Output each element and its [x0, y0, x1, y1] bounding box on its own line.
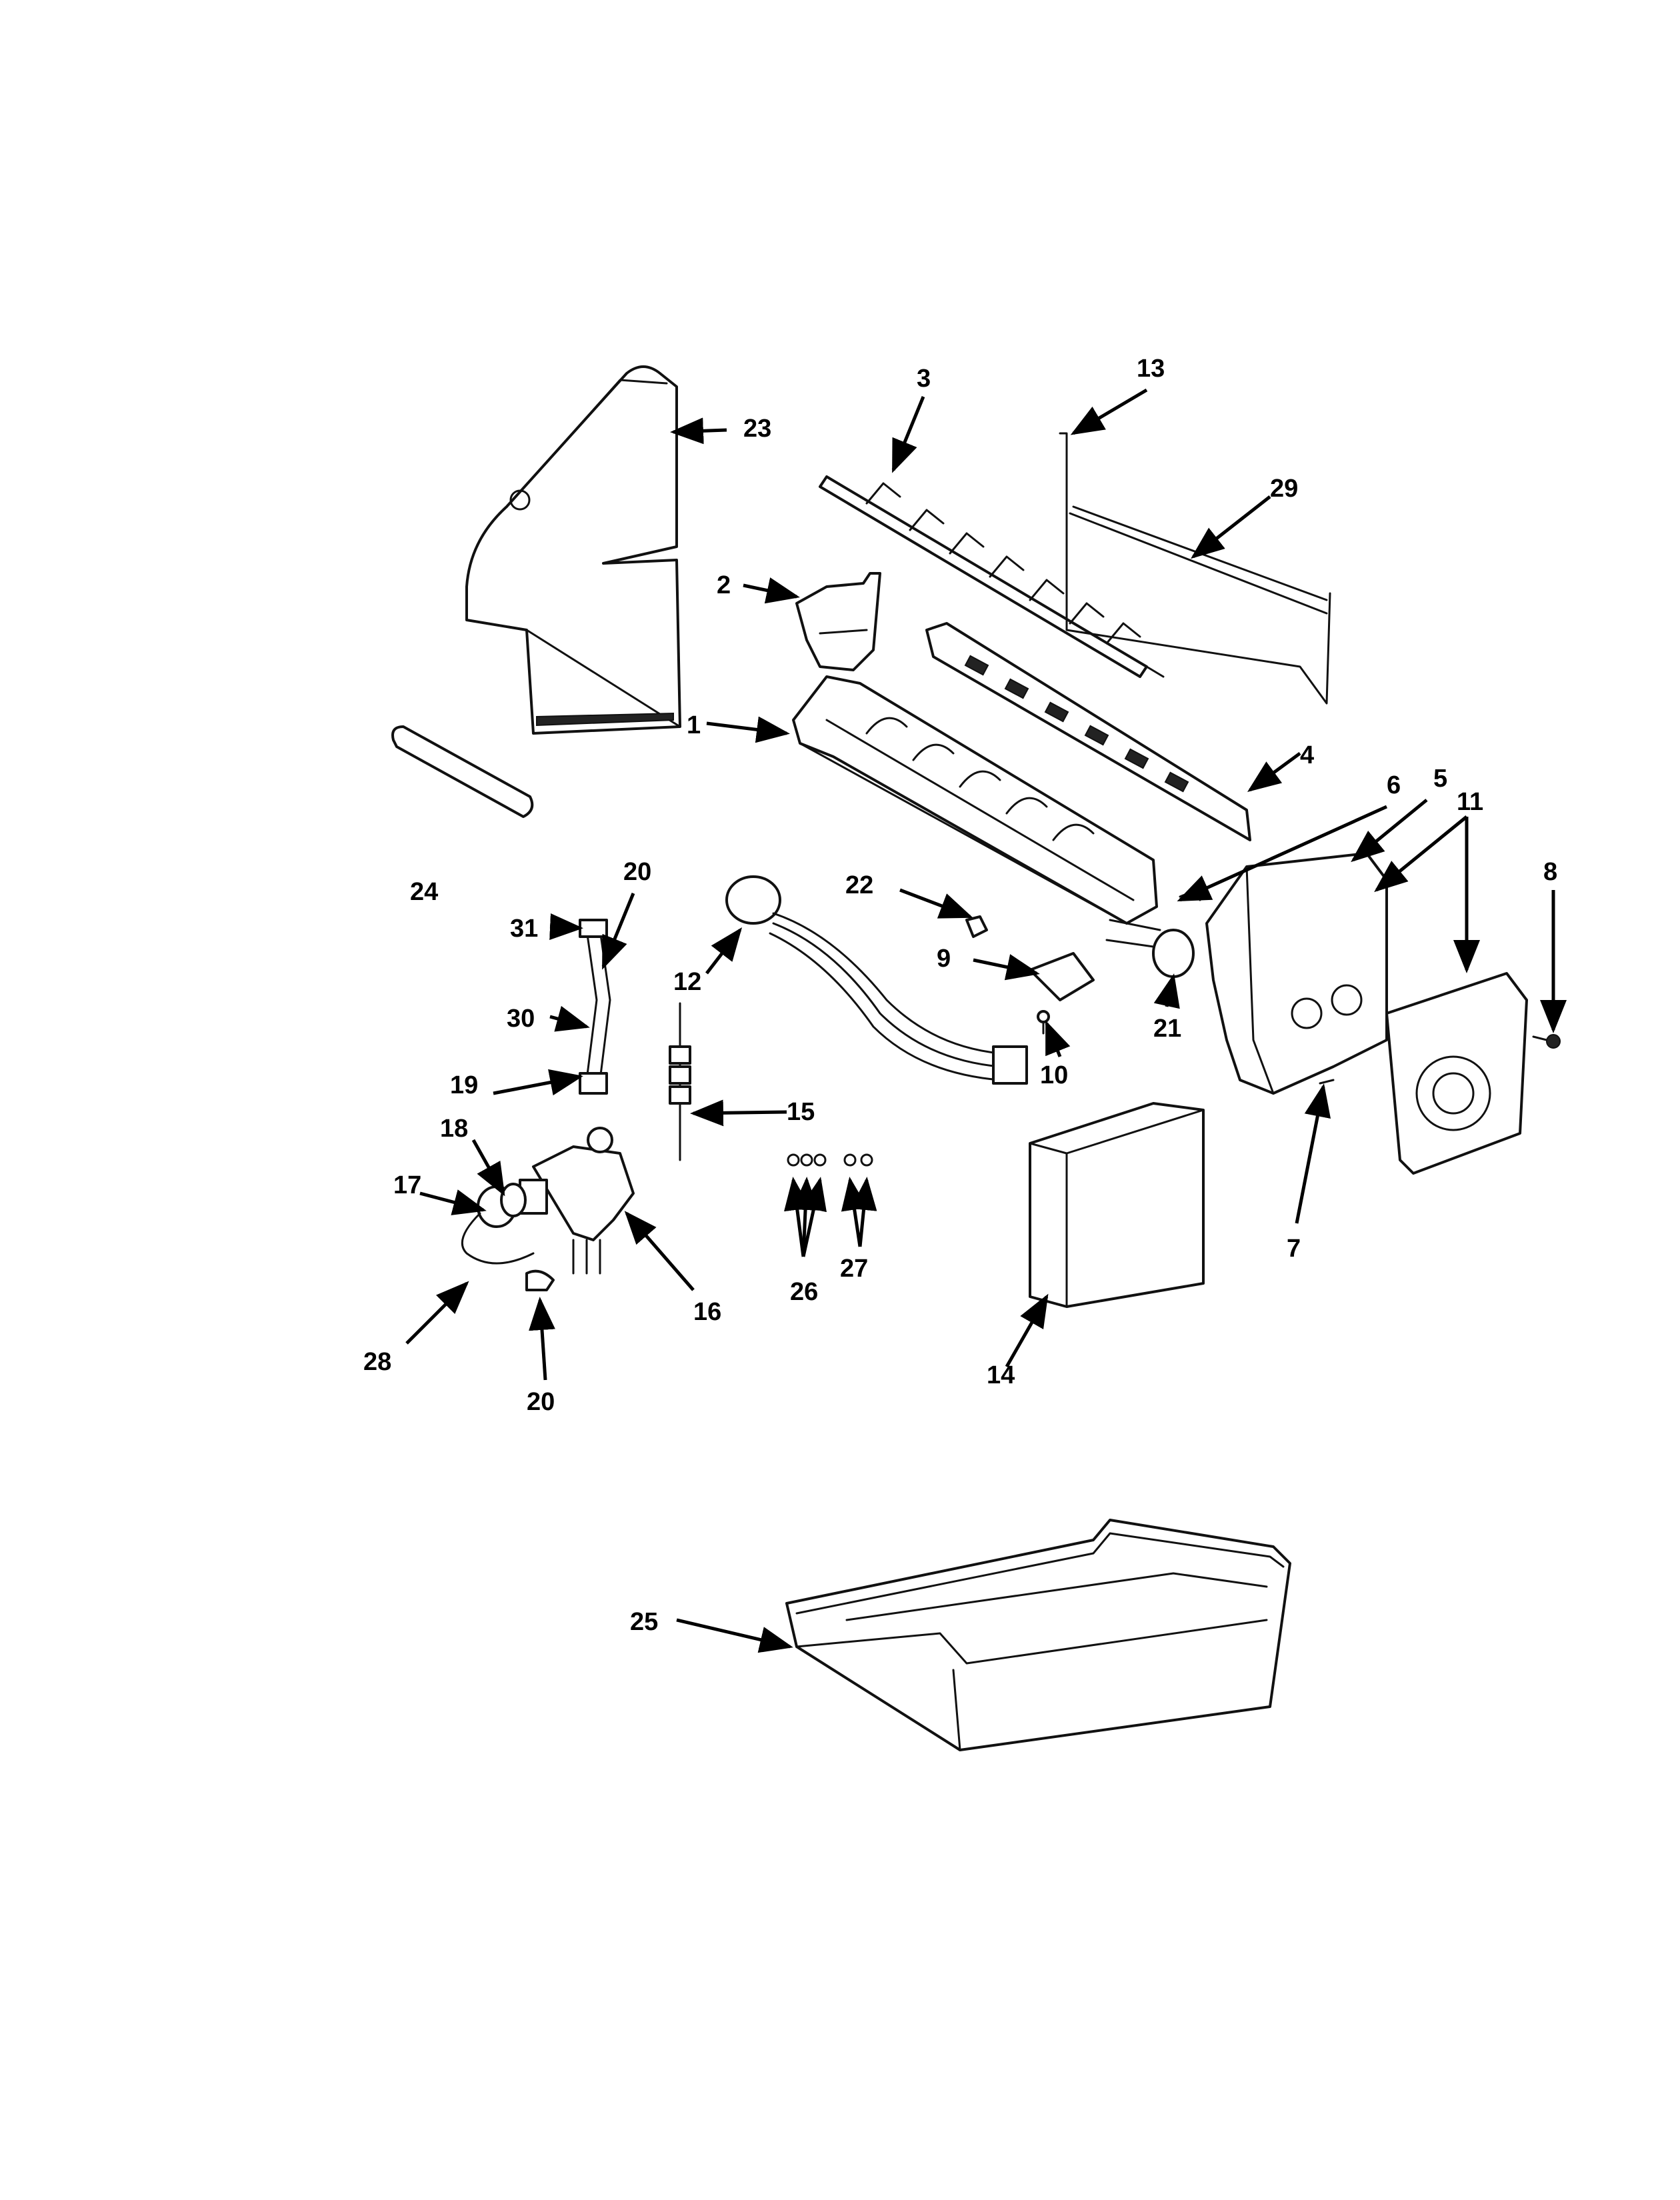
callout-31: 31: [510, 915, 538, 943]
part-22-clip: [965, 915, 988, 938]
callout-4: 4: [1300, 741, 1314, 769]
part-2-bracket: [795, 572, 881, 671]
part-26-screws: [787, 1153, 827, 1167]
callout-12: 12: [673, 968, 701, 996]
part-21-coupling: [1105, 919, 1195, 978]
part-7-screw: [1319, 1079, 1335, 1085]
part-23-shroud: [465, 365, 681, 735]
part-14-cover: [1029, 1102, 1205, 1308]
callout-24: 24: [410, 878, 438, 906]
part-16-valve: [519, 1127, 635, 1275]
callout-10: 10: [1040, 1061, 1068, 1089]
callout-30: 30: [507, 1005, 535, 1033]
part-8-screw: [1532, 1034, 1561, 1049]
part-24-tube: [391, 725, 534, 818]
callout-6: 6: [1387, 771, 1401, 799]
part-10-screw: [1037, 1010, 1050, 1035]
part-30-water-line: [579, 919, 611, 1095]
callout-19: 19: [450, 1071, 478, 1099]
part-4-stripper: [925, 622, 1251, 841]
part-11-motor-plate: [1385, 972, 1528, 1175]
callout-13: 13: [1137, 355, 1165, 383]
callout-25: 25: [630, 1608, 658, 1636]
callout-3: 3: [917, 365, 931, 393]
callout-11: 11: [1457, 788, 1483, 816]
part-5-housing: [1205, 852, 1388, 1095]
callout-14: 14: [987, 1361, 1015, 1389]
callout-8: 8: [1543, 858, 1557, 886]
callout-20-lower: 20: [527, 1388, 555, 1416]
callout-16: 16: [693, 1298, 721, 1326]
callout-5: 5: [1433, 765, 1447, 793]
part-27-screws: [843, 1153, 873, 1167]
part-25-ice-bin: [785, 1519, 1291, 1751]
callout-15: 15: [787, 1098, 815, 1126]
callout-21: 21: [1153, 1015, 1181, 1043]
callout-26: 26: [790, 1278, 818, 1306]
part-12-harness: [725, 875, 1028, 1085]
callout-27: 27: [840, 1255, 868, 1283]
part-20-clamp: [525, 1269, 555, 1291]
part-29-shutoff-arm: [1059, 432, 1331, 705]
callout-2: 2: [717, 571, 731, 599]
callout-leaders: [405, 388, 1567, 1653]
callout-23: 23: [743, 415, 771, 443]
part-3-ejector: [819, 475, 1165, 678]
part-18-washer: [500, 1183, 527, 1217]
callout-17: 17: [393, 1171, 421, 1199]
callout-28: 28: [363, 1348, 391, 1376]
callout-7: 7: [1287, 1235, 1301, 1263]
part-1-mold: [792, 675, 1158, 925]
callout-9: 9: [937, 945, 951, 973]
callout-22: 22: [845, 871, 873, 899]
callout-1: 1: [687, 711, 701, 739]
callout-20-upper: 20: [623, 858, 651, 886]
part-15-fittings: [669, 1002, 691, 1161]
callout-labels: 23 3 13 29 2 1 4 6 5 11 8 22 9 10 12 21 …: [363, 355, 1557, 1636]
part-28-wire: [461, 1212, 535, 1265]
part-9-bracket: [1029, 952, 1095, 1001]
callout-18: 18: [440, 1115, 468, 1143]
callout-29: 29: [1270, 475, 1298, 503]
